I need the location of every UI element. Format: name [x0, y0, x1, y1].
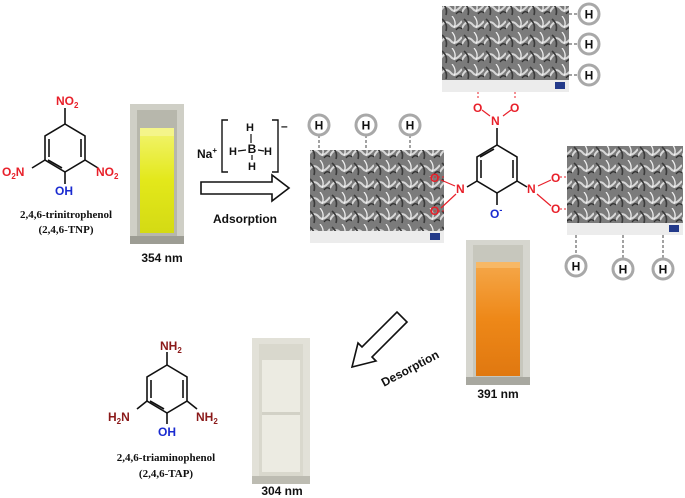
tap-wavelength: 304 nm	[261, 484, 302, 498]
svg-text:O-: O-	[490, 205, 502, 221]
svg-text:N: N	[527, 182, 536, 196]
hydrogen-label: H	[585, 38, 594, 52]
svg-text:O: O	[510, 101, 519, 115]
hydrogen-label: H	[572, 260, 581, 274]
hydrogen-label: H	[406, 119, 415, 133]
tap-molecule: NH2 H2N NH2 OH 2,4,6-triaminophenol (2,4…	[108, 339, 218, 480]
picrate-wavelength: 391 nm	[477, 387, 518, 401]
tnp-oh: OH	[55, 184, 73, 198]
svg-text:–: –	[281, 119, 288, 133]
hydrogen-circle: H	[354, 113, 378, 137]
hydrogen-label: H	[315, 119, 324, 133]
tnp-wavelength: 354 nm	[141, 251, 182, 265]
tnp-benzene-ring	[31, 108, 99, 184]
hydrogen-circle: H	[398, 113, 422, 137]
tap-abbr: (2,4,6-TAP)	[139, 468, 194, 480]
tap-name: 2,4,6-triaminophenol	[117, 452, 215, 464]
hydrogen-label: H	[585, 69, 594, 83]
sem-image-left	[310, 150, 444, 243]
adsorption-arrow: Adsorption	[200, 173, 291, 226]
hydrogen-circle: H	[651, 257, 675, 281]
hydrogen-circle: H	[564, 254, 588, 278]
svg-text:O: O	[430, 171, 439, 185]
hydrogen-label: H	[659, 263, 668, 277]
svg-text:N: N	[491, 114, 500, 128]
hydrogen-circle: H	[307, 113, 331, 137]
tap-oh: OH	[158, 425, 176, 439]
hydrogen-label: H	[362, 119, 371, 133]
svg-text:H: H	[229, 146, 237, 158]
hydrogen-circle: H	[577, 2, 601, 26]
hydrogen-label: H	[619, 263, 628, 277]
svg-text:B: B	[248, 142, 257, 156]
svg-text:N: N	[456, 182, 465, 196]
tap-nh2-right: NH2	[196, 410, 218, 426]
hydrogen-label: H	[585, 8, 594, 22]
hydrogen-circle: H	[611, 257, 635, 281]
hydrogen-circle: H	[577, 63, 601, 87]
tnp-molecule: NO2 O2N NO2 OH 2,4,6-trinitrophenol (2,4…	[2, 94, 119, 236]
nabh4-reagent: Na+ H H B H H –	[197, 119, 288, 173]
tnp-cuvette	[130, 104, 184, 244]
tap-nh2-top: NH2	[160, 339, 182, 355]
svg-text:O: O	[551, 171, 560, 185]
tap-nh2-left: H2N	[108, 410, 130, 426]
svg-text:H: H	[264, 146, 272, 158]
svg-text:H: H	[246, 122, 254, 134]
desorption-arrow: Desorption	[350, 310, 442, 390]
svg-text:O: O	[473, 101, 482, 115]
svg-text:Na+: Na+	[197, 146, 217, 161]
desorption-label: Desorption	[379, 347, 442, 389]
svg-text:O: O	[551, 202, 560, 216]
picrate-molecule: N O O N O O N O O	[430, 90, 568, 221]
hydrogen-sites	[318, 13, 664, 258]
sem-image-right	[567, 146, 683, 235]
tnp-no2-right: NO2	[96, 165, 119, 181]
tnp-no2-top: NO2	[56, 94, 79, 110]
tnp-no2-left: O2N	[2, 165, 24, 181]
adsorption-label: Adsorption	[213, 212, 277, 226]
tnp-abbr: (2,4,6-TNP)	[39, 224, 94, 236]
tnp-name: 2,4,6-trinitrophenol	[20, 209, 112, 221]
hydrogen-circles: H H H H H H H H H	[307, 2, 675, 281]
sem-image-top	[442, 6, 569, 92]
picrate-cuvette	[466, 240, 530, 385]
hydrogen-circle: H	[577, 32, 601, 56]
svg-text:H: H	[248, 161, 256, 173]
tap-cuvette	[252, 338, 310, 484]
